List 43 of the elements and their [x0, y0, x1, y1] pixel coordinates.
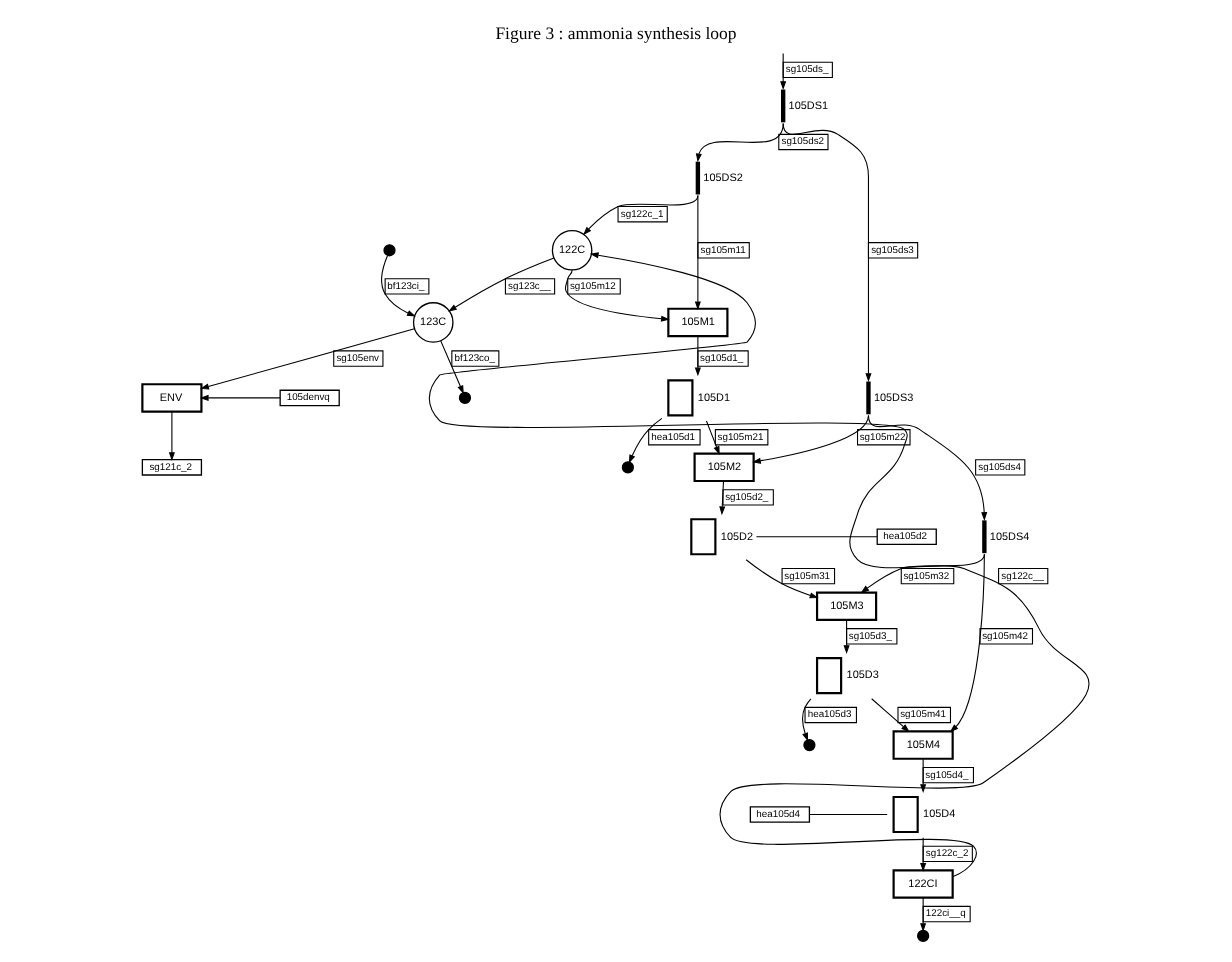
arrow [694, 335, 701, 377]
node-box [892, 795, 919, 834]
node-circle [458, 391, 472, 404]
arrow [867, 414, 988, 521]
connector [809, 813, 888, 816]
connector [755, 536, 878, 538]
node-box [781, 89, 786, 123]
node-box [690, 518, 717, 556]
arrow [860, 553, 985, 594]
arrow [705, 420, 720, 455]
node-circle [917, 929, 930, 943]
arrow [782, 122, 872, 383]
arrow [920, 837, 927, 872]
arrow [628, 417, 663, 464]
arrow [694, 195, 701, 311]
arrow [199, 394, 281, 401]
arrow [719, 480, 726, 516]
arrow [695, 122, 784, 163]
arrow [745, 559, 819, 599]
node-circle [383, 244, 396, 257]
arrow [871, 698, 910, 733]
arrow [168, 411, 175, 462]
arrow [802, 698, 812, 742]
node-box [667, 379, 694, 417]
arrow [752, 414, 869, 464]
arrow [448, 257, 555, 312]
arrow [381, 255, 416, 317]
arrow [200, 328, 415, 390]
arrow [920, 897, 927, 932]
arrow [949, 553, 985, 733]
arrow [564, 269, 670, 322]
arrow [428, 252, 1090, 878]
arrow [843, 619, 850, 655]
node-box [982, 520, 987, 554]
node-circle [803, 738, 816, 752]
arrow [440, 340, 464, 395]
arrow [780, 52, 787, 91]
node-box [815, 657, 843, 695]
diagram-title: Figure 3 : ammonia synthesis loop [495, 23, 737, 43]
node-box [866, 381, 871, 415]
node-box [695, 161, 701, 195]
arrow [583, 195, 699, 236]
node-circle [621, 461, 634, 474]
